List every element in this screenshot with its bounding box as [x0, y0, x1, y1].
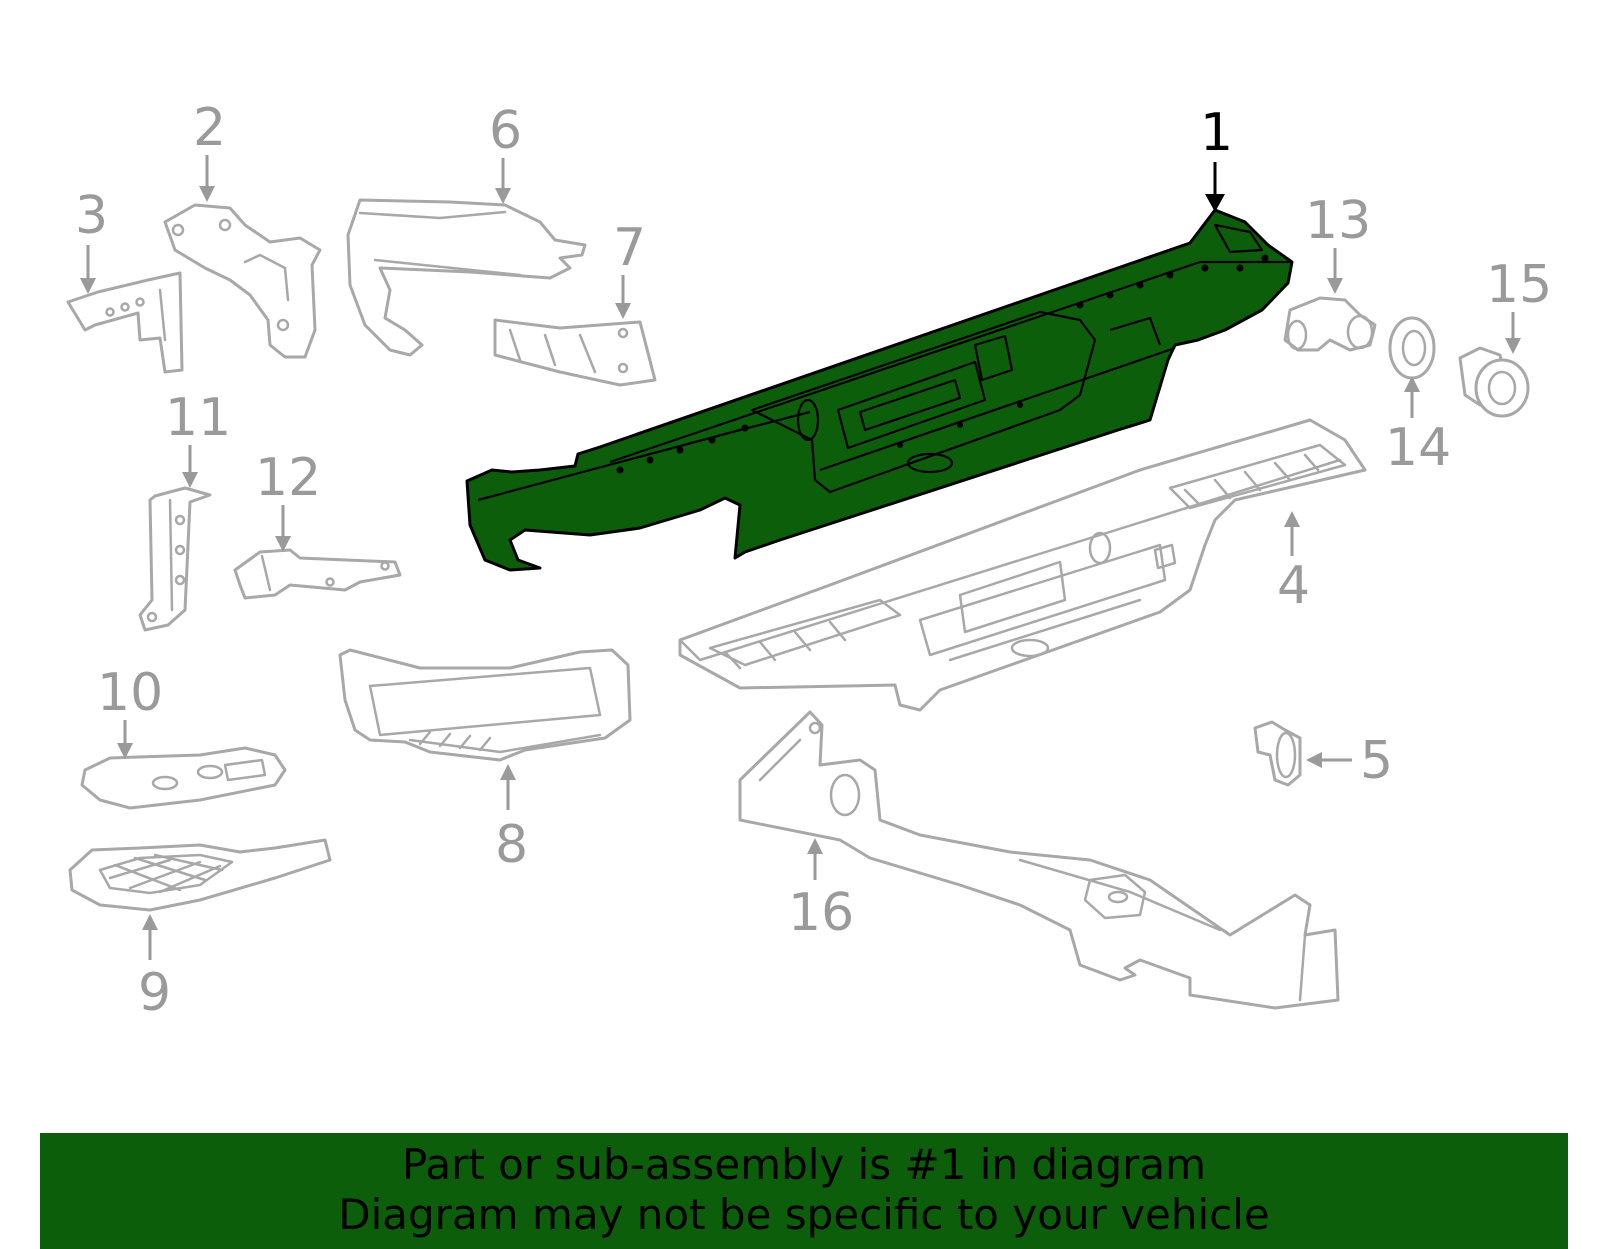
- callout-15: 15: [1486, 255, 1552, 354]
- callout-13: 13: [1305, 191, 1371, 294]
- part-8-reinforcement[interactable]: [338, 648, 632, 762]
- callout-label-9: 9: [138, 963, 171, 1023]
- part-12-bracket[interactable]: [233, 548, 402, 600]
- callout-label-3: 3: [75, 186, 108, 246]
- callout-label-4: 4: [1277, 556, 1310, 616]
- callout-label-7: 7: [613, 218, 646, 278]
- callout-label-10: 10: [97, 663, 163, 723]
- callout-3: 3: [75, 186, 108, 294]
- callout-label-2: 2: [193, 98, 226, 158]
- part-1-rear-bumper[interactable]: [465, 208, 1294, 572]
- part-4-step-bumper[interactable]: [678, 418, 1367, 712]
- part-6-end-cap[interactable]: [346, 198, 587, 357]
- callout-2: 2: [193, 98, 226, 202]
- callout-5: 5: [1306, 731, 1393, 791]
- part-13-sensor[interactable]: [1283, 296, 1377, 352]
- callout-label-16: 16: [788, 883, 854, 943]
- callout-12: 12: [255, 448, 321, 552]
- callout-label-12: 12: [255, 448, 321, 508]
- callout-11: 11: [165, 388, 231, 488]
- part-10-step-pad[interactable]: [80, 746, 287, 810]
- part-5-clip[interactable]: [1253, 720, 1302, 787]
- callout-label-14: 14: [1385, 418, 1451, 478]
- callout-label-15: 15: [1486, 255, 1552, 315]
- part-11-bracket[interactable]: [138, 486, 212, 632]
- callout-9: 9: [138, 914, 171, 1023]
- callout-8: 8: [495, 764, 528, 875]
- callout-label-13: 13: [1305, 191, 1371, 251]
- callout-label-1: 1: [1200, 103, 1233, 163]
- part-15-retainer[interactable]: [1458, 346, 1530, 418]
- part-2-bracket[interactable]: [163, 203, 322, 359]
- callout-label-11: 11: [165, 388, 231, 448]
- part-16-hitch-frame[interactable]: [738, 710, 1340, 1010]
- callout-16: 16: [788, 838, 854, 943]
- callout-10: 10: [97, 663, 163, 759]
- part-3-bracket[interactable]: [66, 271, 184, 374]
- callout-7: 7: [613, 218, 646, 319]
- callout-6: 6: [489, 101, 522, 204]
- callout-label-6: 6: [489, 101, 522, 161]
- callout-1: 1: [1200, 103, 1233, 212]
- info-banner: Part or sub-assembly is #1 in diagram Di…: [40, 1133, 1568, 1249]
- part-7-bracket[interactable]: [493, 318, 657, 387]
- banner-line-disclaimer: Diagram may not be specific to your vehi…: [338, 1190, 1270, 1239]
- callout-4: 4: [1277, 511, 1310, 616]
- banner-line-part-number: Part or sub-assembly is #1 in diagram: [401, 1140, 1207, 1189]
- callout-14: 14: [1385, 376, 1451, 478]
- part-14-grommet[interactable]: [1388, 316, 1436, 380]
- part-9-step[interactable]: [68, 838, 332, 912]
- callout-label-5: 5: [1360, 731, 1393, 791]
- callout-label-8: 8: [495, 815, 528, 875]
